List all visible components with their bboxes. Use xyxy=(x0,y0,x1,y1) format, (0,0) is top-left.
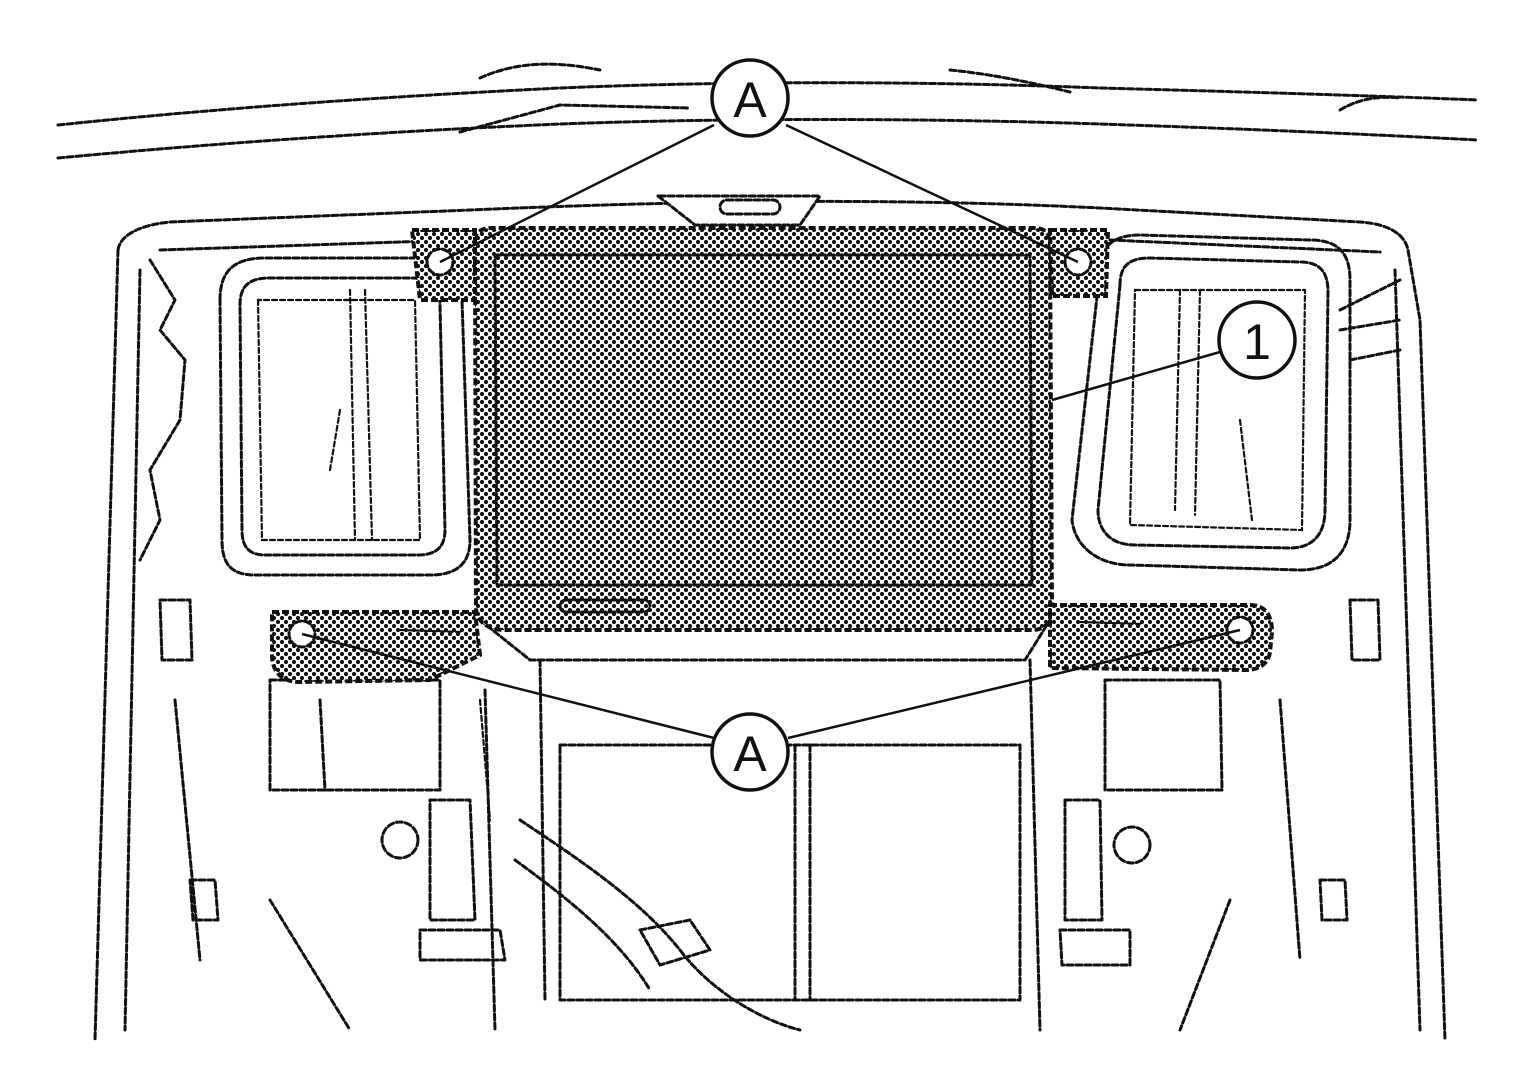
callout-a-bottom-label: A xyxy=(733,726,767,782)
mounting-brackets xyxy=(270,228,1275,685)
center-console xyxy=(478,618,1052,1032)
bracket-bottom-right xyxy=(1048,603,1275,673)
leader-lines xyxy=(301,123,1241,740)
display-unit xyxy=(472,194,1055,632)
bracket-bottom-left xyxy=(270,610,483,685)
right-vent xyxy=(1070,233,1402,572)
callout-a-top: A xyxy=(710,58,790,138)
callout-a-bottom: A xyxy=(710,712,790,792)
callout-a-top-label: A xyxy=(733,72,767,128)
lower-left-structure xyxy=(158,598,802,1032)
callout-part-1: 1 xyxy=(1217,300,1297,380)
callout-part-1-label: 1 xyxy=(1243,314,1271,370)
lower-right-structure xyxy=(1058,598,1382,1032)
display-screen xyxy=(493,253,1034,587)
left-vent xyxy=(138,256,472,577)
